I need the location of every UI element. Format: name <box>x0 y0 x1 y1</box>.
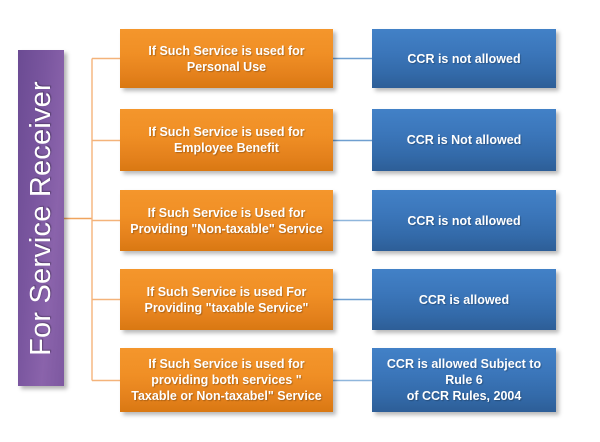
result-box-1[interactable]: CCR is not allowed <box>372 29 556 88</box>
result-label-4: CCR is allowed <box>418 292 510 307</box>
condition-box-5[interactable]: If Such Service is used for providing bo… <box>120 348 333 412</box>
condition-label-5: If Such Service is used for providing bo… <box>131 357 322 403</box>
result-box-5[interactable]: CCR is allowed Subject to Rule 6 of CCR … <box>372 348 556 412</box>
condition-label-3: If Such Service is Used for Providing "N… <box>130 205 323 236</box>
result-box-4[interactable]: CCR is allowed <box>372 269 556 330</box>
banner-label: For Service Receiver <box>24 80 57 356</box>
result-label-3: CCR is not allowed <box>407 213 521 228</box>
condition-box-2[interactable]: If Such Service is used for Employee Ben… <box>120 109 333 171</box>
condition-label-4: If Such Service is used For Providing "t… <box>144 284 309 315</box>
condition-label-1: If Such Service is used for Personal Use <box>148 43 305 74</box>
condition-box-3[interactable]: If Such Service is Used for Providing "N… <box>120 190 333 251</box>
result-label-1: CCR is not allowed <box>407 51 521 66</box>
condition-box-4[interactable]: If Such Service is used For Providing "t… <box>120 269 333 330</box>
service-receiver-banner[interactable]: For Service Receiver <box>18 50 64 386</box>
result-label-2: CCR is Not allowed <box>406 133 522 147</box>
result-box-2[interactable]: CCR is Not allowed <box>372 109 556 171</box>
condition-box-1[interactable]: If Such Service is used for Personal Use <box>120 29 333 88</box>
result-label-5: CCR is allowed Subject to Rule 6 of CCR … <box>386 357 542 403</box>
result-box-3[interactable]: CCR is not allowed <box>372 190 556 251</box>
condition-label-2: If Such Service is used for Employee Ben… <box>148 125 305 155</box>
